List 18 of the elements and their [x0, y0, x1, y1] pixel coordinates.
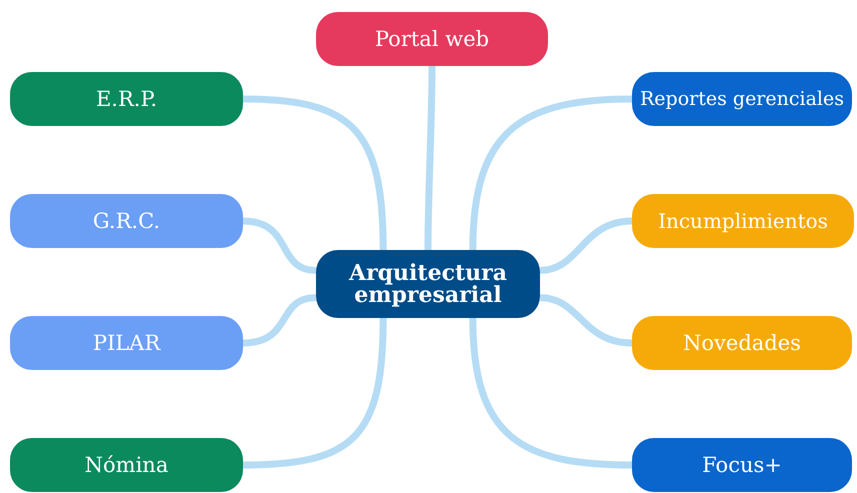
connector-line — [469, 318, 632, 468]
topic-box: Novedades — [632, 316, 852, 370]
topic-box: G.R.C. — [10, 194, 243, 248]
topic-box: Focus+ — [632, 438, 852, 492]
connector-line — [242, 96, 387, 250]
connector-line — [469, 96, 632, 250]
topic-box: Portal web — [316, 12, 548, 66]
central-topic-box: Arquitectura empresarial — [316, 250, 540, 318]
topic-box: Incumplimientos — [632, 194, 854, 248]
topic-box: PILAR — [10, 316, 243, 370]
connector-line — [242, 294, 316, 346]
topic-box: E.R.P. — [10, 72, 243, 126]
connector-line — [540, 294, 632, 346]
topic-box: Nómina — [10, 438, 243, 492]
topic-box: Reportes gerenciales — [632, 72, 852, 126]
connector-line — [540, 218, 632, 274]
connector-line — [242, 318, 387, 468]
connector-line — [424, 66, 436, 250]
